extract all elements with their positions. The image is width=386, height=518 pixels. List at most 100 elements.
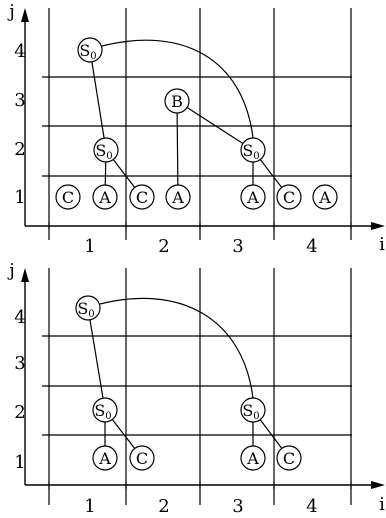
tree-edge [89, 49, 107, 151]
node-subscript-text: 0 [253, 411, 259, 422]
y-tick-label: 2 [14, 139, 25, 160]
node-circle [92, 445, 118, 471]
tree-edge [176, 100, 179, 198]
node-label-text: S [242, 401, 253, 420]
y-tick-label: 1 [14, 452, 25, 473]
tree-node: A [312, 184, 338, 210]
node-circle [276, 184, 302, 210]
x-tick-label: 1 [84, 236, 95, 257]
node-label: C [283, 449, 295, 468]
node-label: B [171, 92, 183, 111]
node-label-text: S [95, 141, 106, 160]
tree-node: A [92, 184, 118, 210]
tree-node: S0 [92, 397, 118, 423]
node-circle [165, 184, 191, 210]
node-label-text: A [246, 188, 259, 207]
node-label-text: A [171, 188, 184, 207]
node-label: C [283, 188, 295, 207]
tree-edge [176, 100, 254, 151]
node-label-text: B [171, 92, 183, 111]
y-axis-arrow-icon [21, 8, 29, 22]
x-tick-label: 3 [232, 236, 243, 257]
node-label-text: A [98, 449, 111, 468]
node-label: A [98, 449, 111, 468]
tree-node: S0 [93, 137, 119, 163]
node-circle [240, 397, 266, 423]
node-subscript-text: 0 [105, 411, 111, 422]
node-label-text: S [242, 141, 253, 160]
node-subscript-text: 0 [90, 51, 96, 62]
tree-node: A [240, 184, 266, 210]
y-axis-label: j [7, 260, 15, 281]
node-circle [92, 397, 118, 423]
x-axis-arrow-icon [371, 481, 385, 489]
node-label: A [171, 188, 184, 207]
tree-node: A [240, 445, 266, 471]
x-axis-arrow-icon [371, 222, 385, 230]
x-tick-label: 2 [158, 496, 169, 517]
node-label: S0 [79, 41, 96, 62]
node-label-text: C [136, 188, 148, 207]
node-circle [129, 445, 155, 471]
node-subscript-text: 0 [253, 151, 259, 162]
tree-arc-edge [101, 39, 254, 139]
y-tick-label: 2 [14, 402, 25, 423]
node-circle [164, 88, 190, 114]
edges [87, 297, 290, 459]
node-label-text: S [79, 41, 90, 60]
tree-node: C [129, 445, 155, 471]
grid-lines [42, 8, 352, 240]
node-circle [77, 37, 103, 63]
node-circle [129, 184, 155, 210]
tree-node: A [92, 445, 118, 471]
node-label-text: A [246, 449, 259, 468]
node-label: C [62, 188, 74, 207]
node-label-text: C [136, 449, 148, 468]
x-axis-label: i [379, 234, 385, 255]
tree-node: S0 [75, 295, 101, 321]
x-tick-label: 1 [84, 496, 95, 517]
grid-lines [42, 268, 352, 505]
tree-node: C [55, 184, 81, 210]
y-tick-label: 4 [14, 307, 25, 328]
node-label-text: S [94, 401, 105, 420]
node-label-text: A [318, 188, 331, 207]
node-circle [55, 184, 81, 210]
node-circle [240, 184, 266, 210]
y-tick-label: 3 [14, 90, 25, 111]
edges [89, 39, 290, 198]
tree-edge [87, 307, 106, 411]
node-label-text: S [77, 299, 88, 318]
node-label: C [136, 449, 148, 468]
node-circle [276, 445, 302, 471]
node-subscript-text: 0 [88, 309, 94, 320]
y-axis-label: j [7, 1, 15, 22]
y-tick-label: 1 [14, 187, 25, 208]
node-label-text: C [62, 188, 74, 207]
tree-arc-edge [99, 297, 254, 399]
node-label-text: C [283, 188, 295, 207]
node-label: S0 [242, 401, 259, 422]
tree-node: S0 [240, 397, 266, 423]
y-tick-label: 3 [14, 353, 25, 374]
x-tick-label: 3 [232, 496, 243, 517]
tree-node: C [276, 184, 302, 210]
y-axis-arrow-icon [21, 268, 29, 282]
node-label: S0 [94, 401, 111, 422]
x-axis-label: i [379, 494, 385, 515]
tree-node: S0 [240, 137, 266, 163]
node-label: S0 [95, 141, 112, 162]
x-tick-label: 4 [306, 236, 317, 257]
node-label: S0 [77, 299, 94, 320]
node-circle [240, 445, 266, 471]
node-label-text: A [98, 188, 111, 207]
node-subscript-text: 0 [106, 151, 112, 162]
node-label: S0 [242, 141, 259, 162]
x-tick-label: 4 [306, 496, 317, 517]
